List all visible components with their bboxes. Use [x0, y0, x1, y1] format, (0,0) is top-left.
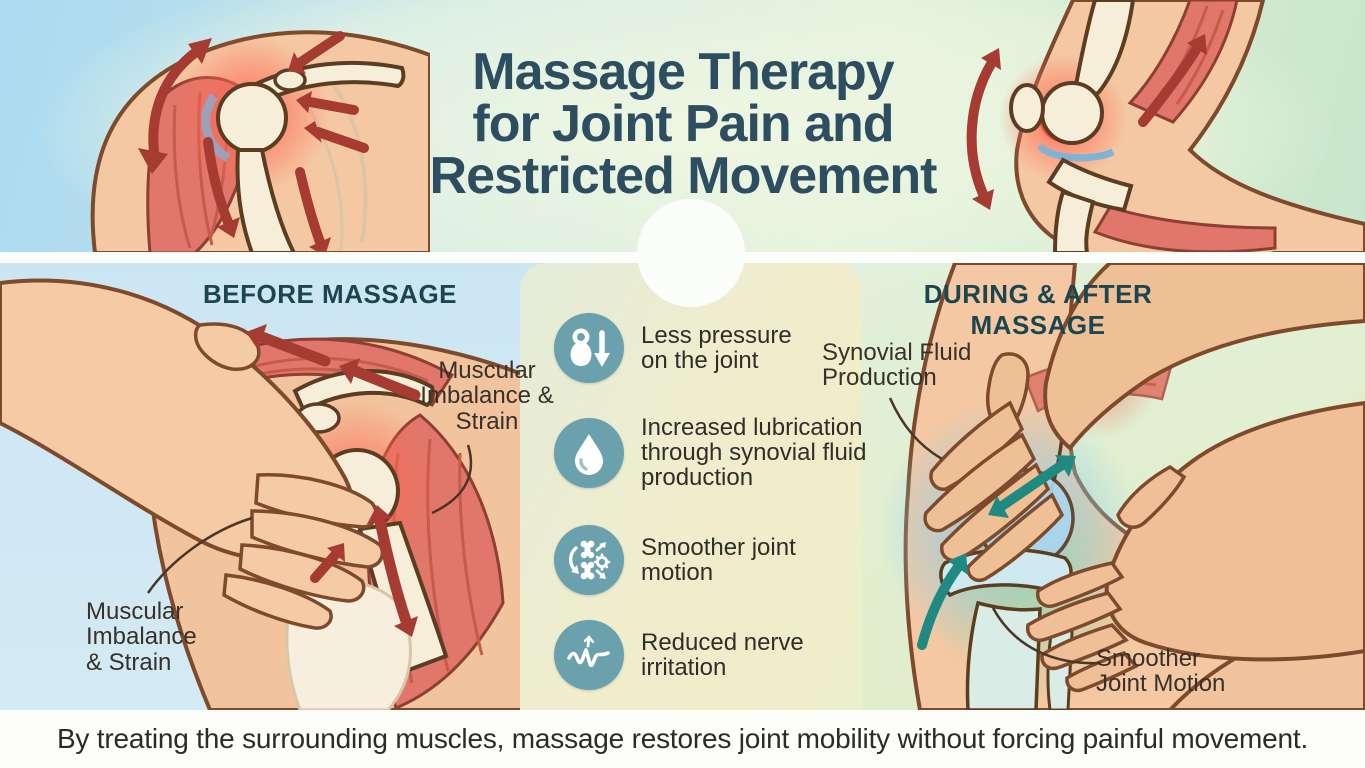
comparison-section: BEFORE MASSAGE DURING & AFTER MASSAGE Le… — [0, 199, 1365, 710]
title-line: Restricted Movement — [429, 147, 938, 205]
therapist-hand — [0, 278, 385, 630]
thumb — [193, 322, 261, 371]
therapist-hand-right — [1026, 400, 1365, 693]
page-title: Massage Therapy for Joint Pain and Restr… — [388, 46, 978, 202]
calf-muscle — [1092, 205, 1277, 253]
after-massage-illustration — [878, 263, 1365, 710]
restricted-motion-arrows — [966, 34, 1207, 210]
thumb — [1116, 464, 1187, 529]
weight-down-icon — [554, 313, 624, 383]
footer-caption: By treating the surrounding muscles, mas… — [56, 723, 1309, 754]
humeral-head-bone — [216, 82, 288, 154]
patella-bone — [1009, 83, 1045, 133]
tension-arrows — [246, 324, 421, 637]
benefit-item: Smoother joint motion — [554, 525, 821, 595]
benefit-text: Increased lubrication through synovial f… — [641, 414, 867, 492]
leader-lines — [888, 397, 1101, 665]
droplet-icon — [554, 417, 624, 488]
label-synovial-fluid: Synovial Fluid Production — [822, 339, 972, 392]
joint-motion-icon — [554, 525, 624, 595]
benefit-item: Reduced nerve irritation — [554, 620, 841, 690]
restricted-motion-arrows — [138, 31, 369, 253]
footer-caption-bar: By treating the surrounding muscles, mas… — [0, 710, 1365, 768]
label-smoother-joint-motion: Smoother Joint Motion — [1096, 645, 1226, 698]
benefits-panel: Less pressure on the joint Increased lub… — [520, 199, 866, 710]
fluid-motion-arrows — [917, 455, 1076, 650]
therapist-hand-top — [923, 263, 1365, 582]
label-muscular-imbalance-bottom: Muscular Imbalance & Strain — [86, 598, 197, 676]
shoulder-pain-illustration — [90, 30, 430, 253]
header-banner: Massage Therapy for Joint Pain and Restr… — [0, 0, 1365, 320]
knee-pain-illustration — [966, 0, 1365, 253]
before-massage-illustration — [0, 278, 545, 710]
nerve-pulse-icon — [554, 620, 624, 690]
after-massage-heading: DURING & AFTER MASSAGE — [923, 279, 1153, 340]
benefit-text: Less pressure on the joint — [641, 321, 792, 374]
benefit-item: Increased lubrication through synovial f… — [554, 415, 876, 491]
leader-lines — [146, 444, 473, 594]
benefit-text: Smoother joint motion — [641, 533, 796, 586]
title-line: Massage Therapy — [472, 43, 894, 101]
humerus-bone — [235, 148, 297, 253]
benefit-item: Less pressure on the joint — [554, 313, 811, 383]
benefit-text: Reduced nerve irritation — [641, 628, 804, 681]
before-massage-heading: BEFORE MASSAGE — [202, 279, 458, 309]
label-muscular-imbalance-top: Muscular Imbalance & Strain — [420, 357, 554, 435]
tibia-bone — [965, 600, 1042, 710]
title-line: for Joint Pain and — [472, 95, 894, 153]
